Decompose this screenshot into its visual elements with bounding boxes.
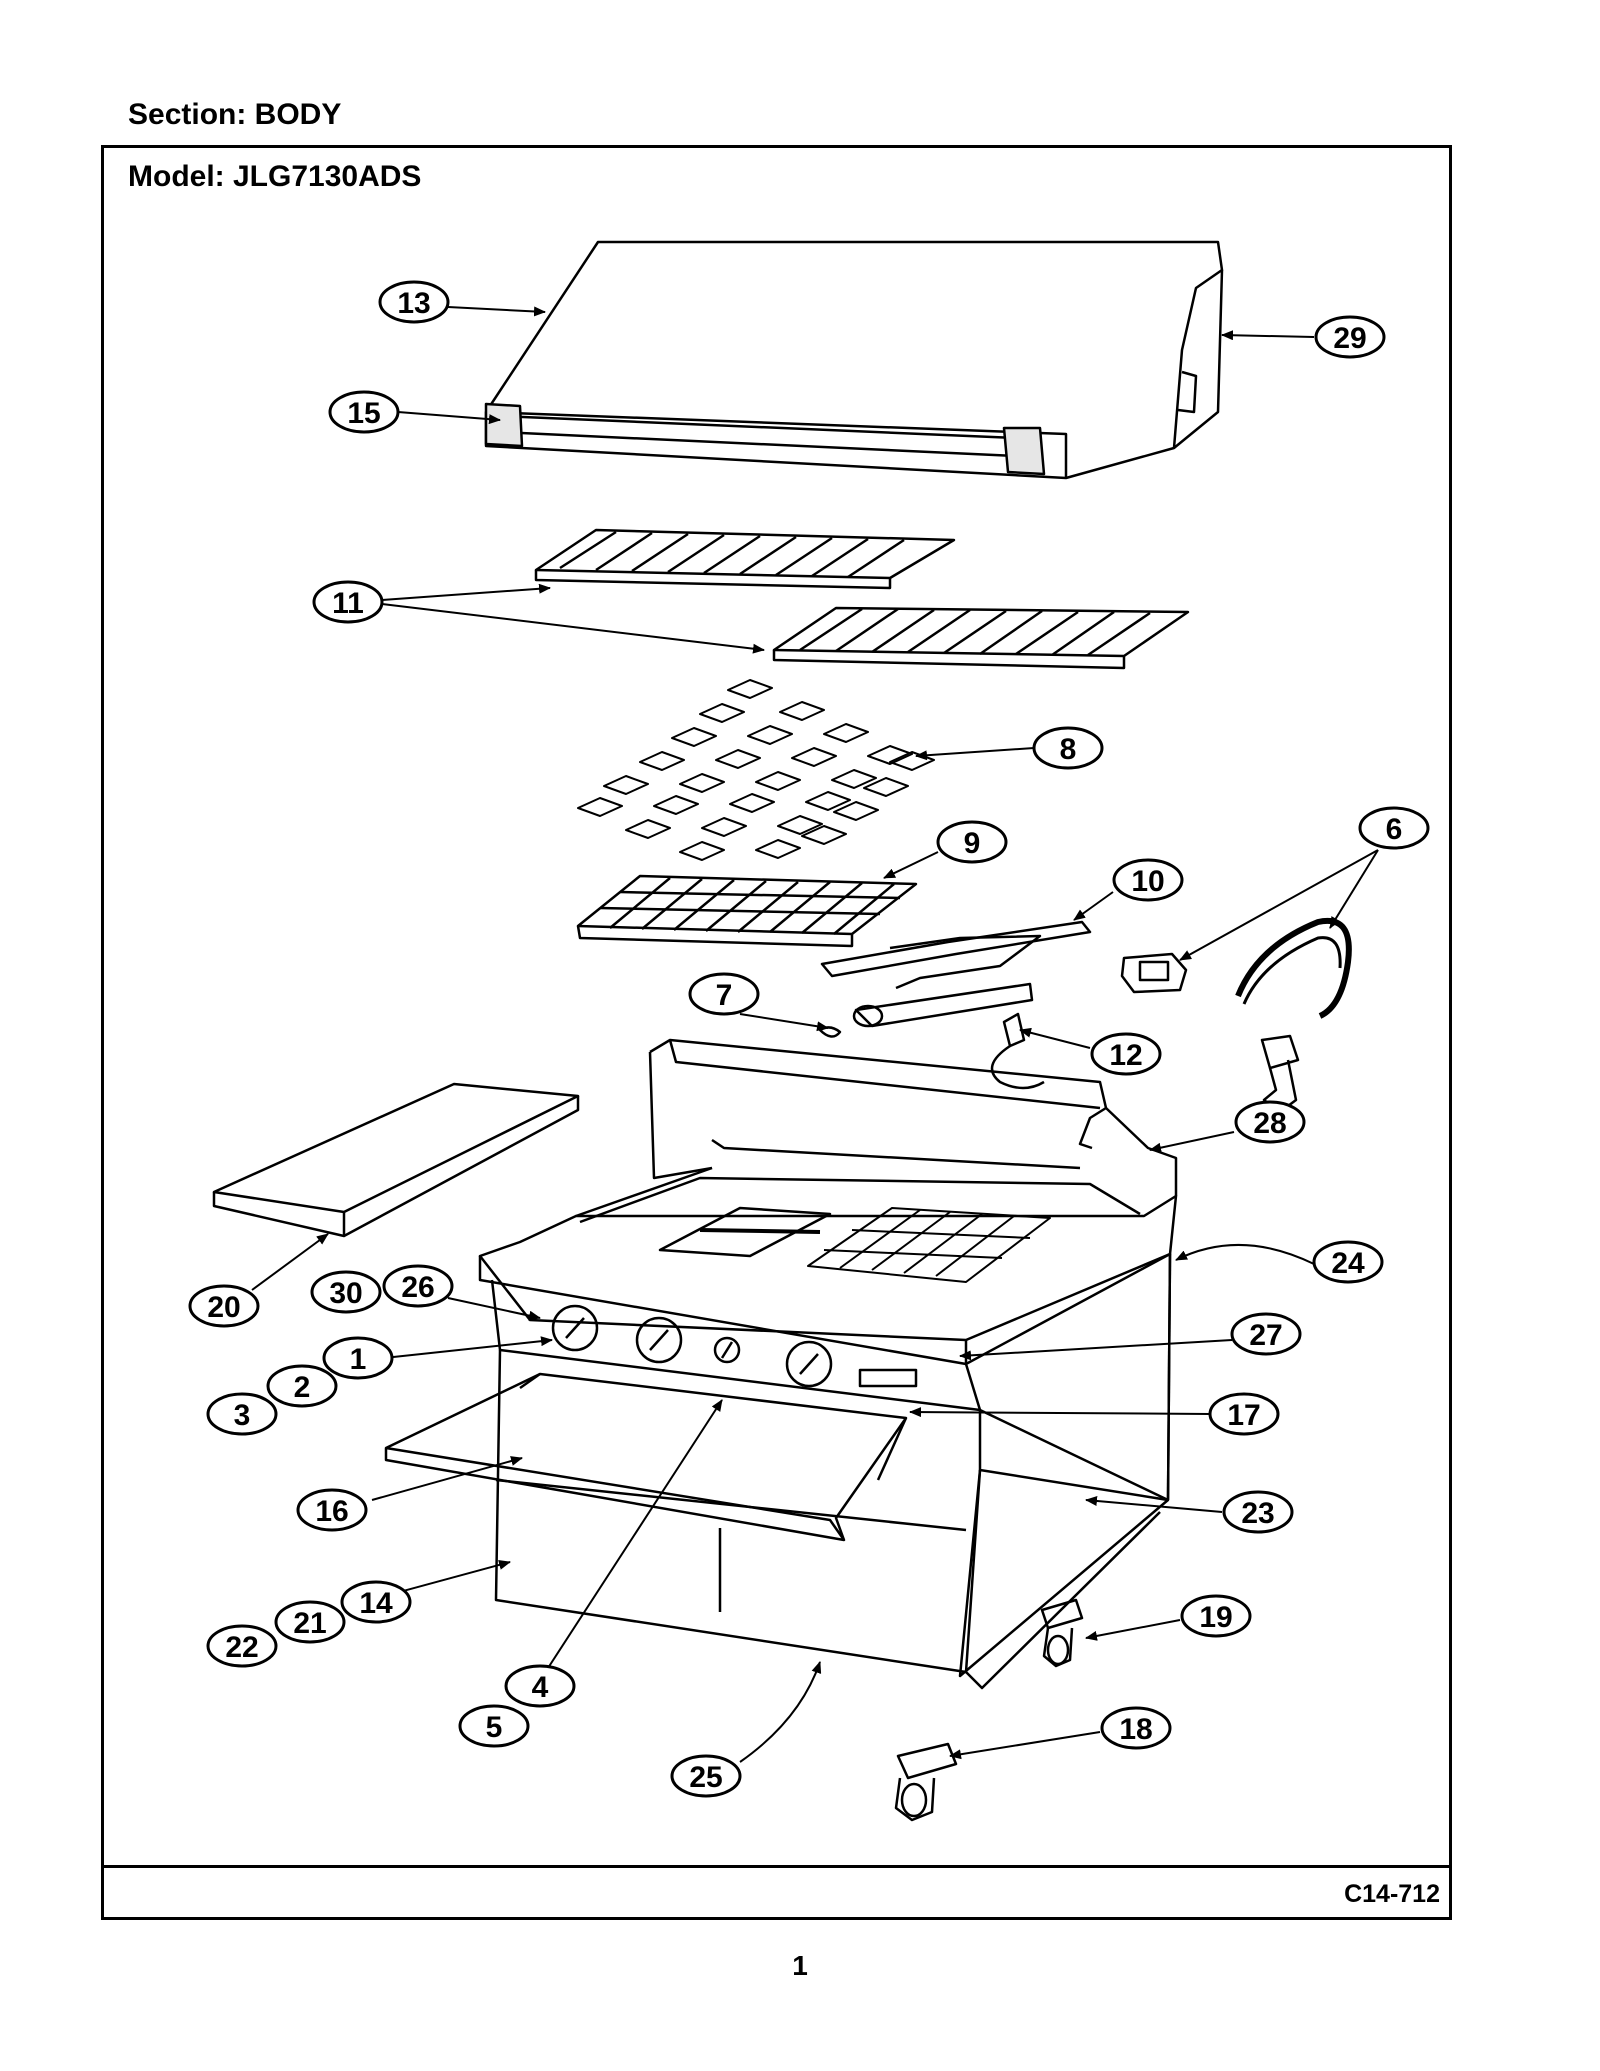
callout-12: 12 (1090, 1032, 1162, 1076)
callout-28: 28 (1234, 1100, 1306, 1144)
diagram-frame (101, 145, 1452, 1920)
callout-27: 27 (1230, 1312, 1302, 1356)
callout-5: 5 (458, 1704, 530, 1748)
svg-text:23: 23 (1241, 1497, 1274, 1530)
callout-7: 7 (688, 972, 760, 1016)
callout-1: 1 (322, 1336, 394, 1380)
callout-30: 30 (310, 1270, 382, 1314)
svg-text:27: 27 (1249, 1319, 1282, 1352)
svg-text:22: 22 (225, 1631, 258, 1664)
igniter-electrode (818, 1026, 842, 1038)
frame-divider (101, 1865, 1452, 1868)
callout-24: 24 (1312, 1240, 1384, 1284)
callout-13: 13 (378, 280, 450, 324)
svg-text:26: 26 (401, 1271, 434, 1304)
briquette-grate (576, 874, 918, 948)
svg-text:16: 16 (315, 1495, 348, 1528)
callout-26: 26 (382, 1264, 454, 1308)
leader-lines (251, 306, 1379, 1763)
svg-text:30: 30 (329, 1277, 362, 1310)
svg-text:25: 25 (689, 1761, 722, 1794)
callout-10: 10 (1112, 858, 1184, 902)
callout-2: 2 (266, 1364, 338, 1408)
svg-text:11: 11 (332, 587, 364, 620)
grill-hood (484, 240, 1224, 480)
svg-text:17: 17 (1227, 1399, 1260, 1432)
cooking-grid-right (772, 606, 1190, 670)
callout-29: 29 (1314, 315, 1386, 359)
svg-text:28: 28 (1253, 1107, 1286, 1140)
valve-hose-assembly (1120, 917, 1352, 1114)
svg-text:8: 8 (1060, 733, 1077, 766)
model-title: Model: JLG7130ADS (128, 160, 422, 193)
drip-tray (384, 1372, 908, 1542)
svg-text:15: 15 (347, 397, 380, 430)
svg-text:24: 24 (1331, 1247, 1365, 1280)
svg-text:20: 20 (207, 1291, 240, 1324)
callout-21: 21 (274, 1600, 346, 1644)
callout-23: 23 (1222, 1490, 1294, 1534)
svg-text:14: 14 (359, 1587, 393, 1620)
callout-25: 25 (670, 1754, 742, 1798)
svg-text:4: 4 (532, 1671, 549, 1704)
callout-8: 8 (1032, 726, 1104, 770)
drawing-code: C14-712 (1344, 1880, 1440, 1908)
svg-text:6: 6 (1386, 813, 1403, 846)
svg-text:12: 12 (1109, 1039, 1142, 1072)
callouts: 13 29 15 11 8 9 10 6 7 12 28 24 20 30 26… (188, 280, 1430, 1798)
installed-briquettes (807, 1207, 1051, 1283)
caster-18 (894, 1742, 958, 1822)
svg-text:13: 13 (397, 287, 430, 320)
cooking-grid-left (534, 528, 956, 590)
briquette-tiles (577, 679, 935, 861)
svg-text:9: 9 (964, 827, 981, 860)
svg-text:21: 21 (293, 1607, 326, 1640)
callout-17: 17 (1208, 1392, 1280, 1436)
callout-19: 19 (1180, 1594, 1252, 1638)
svg-text:2: 2 (294, 1371, 311, 1404)
callout-20: 20 (188, 1284, 260, 1328)
svg-text:10: 10 (1131, 865, 1164, 898)
burner (820, 920, 1092, 1028)
grill-body (478, 1038, 1178, 1690)
svg-text:29: 29 (1333, 322, 1366, 355)
callout-9: 9 (936, 820, 1008, 864)
svg-text:3: 3 (234, 1399, 251, 1432)
svg-text:5: 5 (486, 1711, 503, 1744)
side-shelf (212, 1082, 580, 1238)
igniter-wire (990, 1012, 1045, 1090)
callout-3: 3 (206, 1392, 278, 1436)
svg-text:1: 1 (350, 1343, 367, 1376)
caster-19 (1040, 1598, 1084, 1668)
callout-18: 18 (1100, 1706, 1172, 1750)
callout-6: 6 (1358, 806, 1430, 850)
callout-16: 16 (296, 1488, 368, 1532)
callout-4: 4 (504, 1664, 576, 1708)
callout-14: 14 (340, 1580, 412, 1624)
svg-text:19: 19 (1199, 1601, 1232, 1634)
svg-text:18: 18 (1119, 1713, 1152, 1746)
svg-text:7: 7 (716, 979, 733, 1012)
callout-22: 22 (206, 1624, 278, 1668)
section-title: Section: BODY (128, 98, 342, 131)
page-number: 1 (792, 1950, 808, 1981)
callout-11: 11 (312, 580, 384, 624)
callout-15: 15 (328, 390, 400, 434)
